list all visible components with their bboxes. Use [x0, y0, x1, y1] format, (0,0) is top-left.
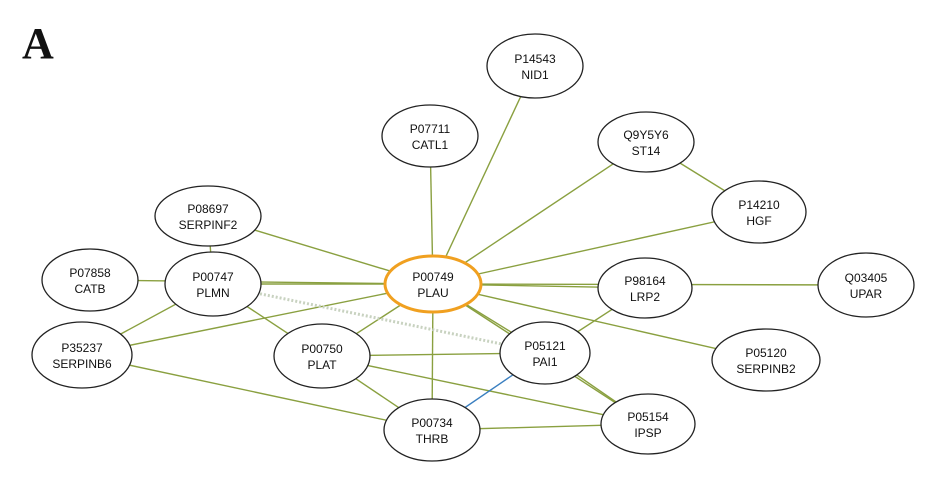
- node-accession: Q9Y5Y6: [623, 128, 669, 142]
- node-accession: P35237: [61, 341, 103, 355]
- edge-plau-hgf: [432, 211, 760, 285]
- node-ellipse: [381, 104, 479, 168]
- edge-plmn-pai1: [212, 282, 546, 355]
- node-ellipse: [711, 180, 807, 244]
- node-gene-name: CATL1: [412, 138, 449, 152]
- node-ellipse: [711, 328, 821, 392]
- edge-plau-serpinb2: [432, 283, 767, 361]
- panel-label: A: [22, 19, 54, 68]
- node-accession: P14543: [514, 52, 556, 66]
- edge-plau-serpinb6: [81, 283, 434, 356]
- edge-plau-nid1: [432, 65, 536, 285]
- node-gene-name: HGF: [746, 214, 771, 228]
- node-gene-name: UPAR: [850, 287, 883, 301]
- edge-plau-st14: [432, 141, 647, 285]
- node-accession: P00750: [301, 342, 343, 356]
- node-gene-name: LRP2: [630, 290, 660, 304]
- node-gene-name: NID1: [521, 68, 549, 82]
- edge-plat-ipsp: [321, 355, 649, 425]
- node-accession: P05121: [524, 339, 566, 353]
- node-ellipse: [41, 248, 139, 312]
- node-gene-name: PAI1: [532, 355, 557, 369]
- node-gene-name: ST14: [632, 144, 661, 158]
- node-accession: P05154: [627, 410, 669, 424]
- node-gene-name: SERPINF2: [179, 218, 238, 232]
- node-ellipse: [273, 323, 371, 389]
- node-accession: P00734: [411, 416, 453, 430]
- node-accession: P08697: [187, 202, 229, 216]
- edge-serpinb6-thrb: [81, 354, 433, 431]
- node-gene-name: PLAU: [417, 286, 448, 300]
- node-ellipse: [486, 33, 584, 99]
- node-gene-name: IPSP: [634, 426, 661, 440]
- node-gene-name: SERPINB2: [736, 362, 796, 376]
- node-accession: P07711: [410, 122, 451, 136]
- node-accession: P00747: [192, 270, 234, 284]
- node-gene-name: THRB: [416, 432, 449, 446]
- node-ellipse: [597, 111, 695, 173]
- node-accession: P05120: [745, 346, 787, 360]
- node-accession: P14210: [738, 198, 780, 212]
- node-gene-name: CATB: [74, 282, 105, 296]
- node-gene-name: PLAT: [307, 358, 337, 372]
- node-ellipse: [31, 321, 133, 389]
- node-gene-name: SERPINB6: [52, 357, 112, 371]
- node-ellipse: [817, 252, 915, 318]
- node-accession: P07858: [69, 266, 111, 280]
- node-ellipse: [499, 321, 591, 385]
- node-ellipse: [600, 393, 696, 455]
- node-gene-name: PLMN: [196, 286, 229, 300]
- node-ellipse: [383, 398, 481, 462]
- node-accession: P00749: [412, 270, 454, 284]
- node-ellipse: [154, 185, 262, 247]
- node-ellipse: [597, 257, 693, 319]
- node-ellipse: [164, 251, 262, 317]
- node-ellipse: [383, 254, 483, 314]
- node-accession: Q03405: [845, 271, 888, 285]
- node-accession: P98164: [624, 274, 666, 288]
